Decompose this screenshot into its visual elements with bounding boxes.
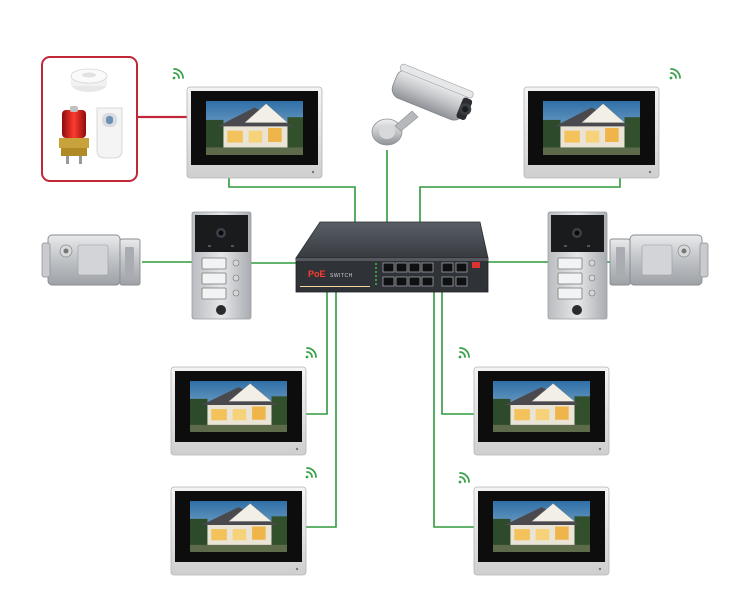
ethernet-port: [382, 276, 395, 287]
poe-switch: PoE SWITCH: [295, 221, 489, 293]
alarm-devices-group: [41, 56, 138, 182]
wire-monitor-mid-left: [306, 290, 328, 415]
ethernet-port: [441, 276, 454, 287]
siren-icon: [59, 106, 89, 164]
wire-monitor-bottom-right: [433, 290, 474, 528]
monitor-top-left: [186, 86, 323, 179]
ethernet-port: [421, 262, 434, 273]
switch-leds: [375, 263, 377, 285]
wifi-icons: [172, 68, 681, 484]
ethernet-port: [441, 262, 454, 273]
wifi-icon: [458, 472, 470, 484]
screen-house-image: [493, 501, 590, 552]
ethernet-port: [455, 262, 468, 273]
switch-label: SWITCH: [330, 273, 353, 279]
cctv-camera-icon: [371, 63, 474, 146]
wire-monitor-top-left: [228, 178, 356, 222]
screen-house-image: [543, 101, 640, 155]
wire-monitor-top-right: [419, 178, 621, 222]
monitor-bottom-left: [170, 486, 307, 576]
wifi-icon: [669, 68, 681, 80]
door-station-icon: [547, 211, 608, 320]
door-station-icon: [191, 211, 252, 320]
screen-house-image: [206, 101, 303, 155]
indoor-monitors: [170, 86, 660, 576]
network-wires: [137, 115, 632, 528]
ethernet-port: [408, 262, 421, 273]
motion-sensor-icon: [96, 107, 123, 159]
ethernet-port: [395, 262, 408, 273]
electric-lock-icon: [41, 234, 141, 286]
wifi-icon: [305, 467, 317, 479]
ethernet-port: [421, 276, 434, 287]
switch-brand: PoE: [308, 269, 326, 279]
monitor-mid-left: [170, 366, 307, 456]
wifi-icon: [458, 347, 470, 359]
electric-lock-icon: [609, 234, 709, 286]
ethernet-port: [455, 276, 468, 287]
wire-monitor-bottom-left: [306, 290, 337, 528]
ethernet-port: [408, 276, 421, 287]
ethernet-port: [382, 262, 395, 273]
smoke-detector-icon: [70, 68, 108, 92]
monitor-bottom-right: [473, 486, 610, 576]
monitor-mid-right: [473, 366, 610, 456]
wifi-icon: [172, 68, 184, 80]
screen-house-image: [493, 381, 590, 432]
ethernet-port: [395, 276, 408, 287]
switch-ports: [382, 262, 468, 287]
wifi-icon: [305, 347, 317, 359]
wire-monitor-mid-right: [441, 290, 474, 415]
screen-house-image: [190, 501, 287, 552]
monitor-top-right: [523, 86, 660, 179]
screen-house-image: [190, 381, 287, 432]
